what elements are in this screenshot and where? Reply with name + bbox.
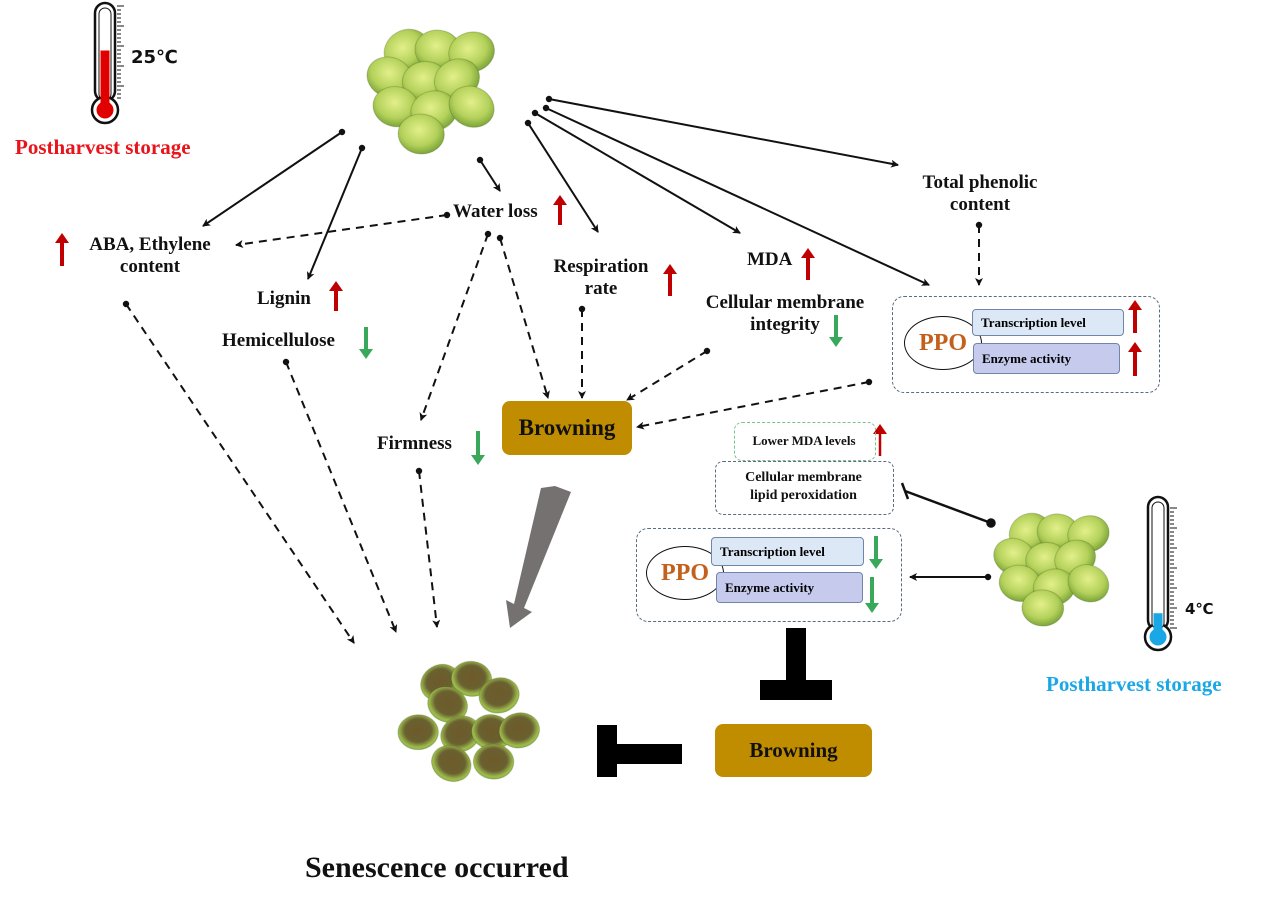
firmness-down-arrow-icon bbox=[471, 431, 485, 465]
aba-up-arrow-icon bbox=[55, 233, 69, 266]
dashed-hemicellulose-to-senescence bbox=[282, 358, 398, 633]
ppo-cold-panel bbox=[636, 528, 902, 622]
big-arrow-browning-to-senescence bbox=[506, 486, 571, 628]
ppo-cold-enzyme-down-arrow-icon bbox=[865, 577, 879, 613]
dashed-waterloss-to-firmness bbox=[419, 230, 492, 421]
thermometer-warm-icon bbox=[90, 1, 124, 125]
ppo-cold-transcription: Transcription level bbox=[711, 537, 864, 566]
ppo-cold-transcription-down-arrow-icon bbox=[869, 536, 883, 569]
ppo-warm-transcription-up-arrow-icon bbox=[1128, 300, 1142, 333]
dashed-aba-to-senescence bbox=[122, 300, 355, 644]
ppo-warm-panel bbox=[892, 296, 1160, 393]
warm-temperature-label: 25℃ bbox=[131, 47, 178, 68]
ppo-warm-label: PPO bbox=[904, 316, 982, 370]
dashed-firmness-to-senescence bbox=[415, 467, 441, 628]
senescence-title: Senescence occurred bbox=[305, 851, 569, 884]
lower-mda-label: Lower MDA levels bbox=[752, 433, 856, 448]
mda-label: MDA bbox=[747, 249, 793, 270]
browned-fruit-cluster bbox=[397, 660, 541, 783]
fresh-fruit-cluster-cold bbox=[993, 512, 1110, 627]
ppo-warm-enzyme-up-arrow-icon bbox=[1128, 342, 1142, 376]
dashed-membrane-to-browning bbox=[626, 347, 711, 401]
fresh-fruit bbox=[1021, 589, 1065, 627]
dashed-waterloss-to-browning bbox=[496, 234, 550, 399]
water-loss-up-arrow-icon bbox=[553, 195, 567, 225]
membrane-down-arrow-icon bbox=[829, 315, 843, 347]
ppo-warm-enzyme: Enzyme activity bbox=[973, 343, 1120, 374]
inhibit-ppo-to-browning-stem bbox=[786, 628, 806, 680]
browned-fruit bbox=[498, 712, 541, 749]
hemicellulose-down-arrow-icon bbox=[359, 327, 373, 359]
browning-warm-box: Browning bbox=[502, 401, 632, 455]
browned-fruit bbox=[427, 686, 469, 723]
fresh-fruit bbox=[448, 85, 495, 128]
respiration-up-arrow-icon bbox=[663, 264, 677, 296]
ppo-cold-label: PPO bbox=[646, 546, 724, 600]
arrow-fruit-to-mda bbox=[531, 109, 741, 234]
thermometer-cold-icon bbox=[1143, 495, 1177, 652]
inhibit-browning-to-senescence-stem bbox=[611, 744, 682, 764]
ppo-cold-enzyme: Enzyme activity bbox=[716, 572, 863, 603]
cold-temperature-label: 4℃ bbox=[1185, 600, 1214, 618]
lipid-peroxidation-box bbox=[715, 461, 894, 515]
mda-up-arrow-icon bbox=[801, 248, 815, 280]
fresh-fruit-cluster-top bbox=[366, 28, 495, 155]
fresh-fruit bbox=[397, 113, 445, 155]
browning-cold-box: Browning bbox=[715, 724, 872, 777]
browned-fruit bbox=[478, 677, 520, 714]
arrow-fruit-to-phenolic bbox=[545, 95, 899, 168]
browned-fruit bbox=[431, 744, 472, 783]
ppo-warm-transcription: Transcription level bbox=[972, 309, 1124, 336]
arrow-fruit-to-lignin bbox=[306, 144, 366, 280]
browned-fruit bbox=[397, 714, 439, 751]
hemicellulose-label: Hemicellulose bbox=[222, 330, 335, 351]
lignin-label: Lignin bbox=[257, 288, 311, 309]
inhibit-cold-to-peroxidation bbox=[904, 489, 992, 525]
arrow-fruit-to-aba bbox=[202, 128, 346, 227]
arrow-fruit-to-waterloss bbox=[476, 156, 501, 192]
lignin-up-arrow-icon bbox=[329, 281, 343, 311]
fresh-fruit bbox=[1067, 564, 1110, 603]
lower-mda-up-arrow-icon bbox=[873, 424, 887, 456]
warm-storage-title: Postharvest storage bbox=[15, 135, 191, 159]
water-loss-label: Water loss bbox=[453, 201, 538, 222]
dashed-waterloss-to-aba bbox=[235, 211, 451, 248]
arrow-fruit-to-respiration bbox=[524, 119, 599, 233]
browned-fruit bbox=[472, 743, 515, 780]
cold-storage-title: Postharvest storage bbox=[1046, 672, 1222, 696]
firmness-label: Firmness bbox=[377, 433, 452, 454]
dashed-ppo-to-browning bbox=[636, 378, 873, 430]
lower-mda-box bbox=[734, 422, 876, 461]
